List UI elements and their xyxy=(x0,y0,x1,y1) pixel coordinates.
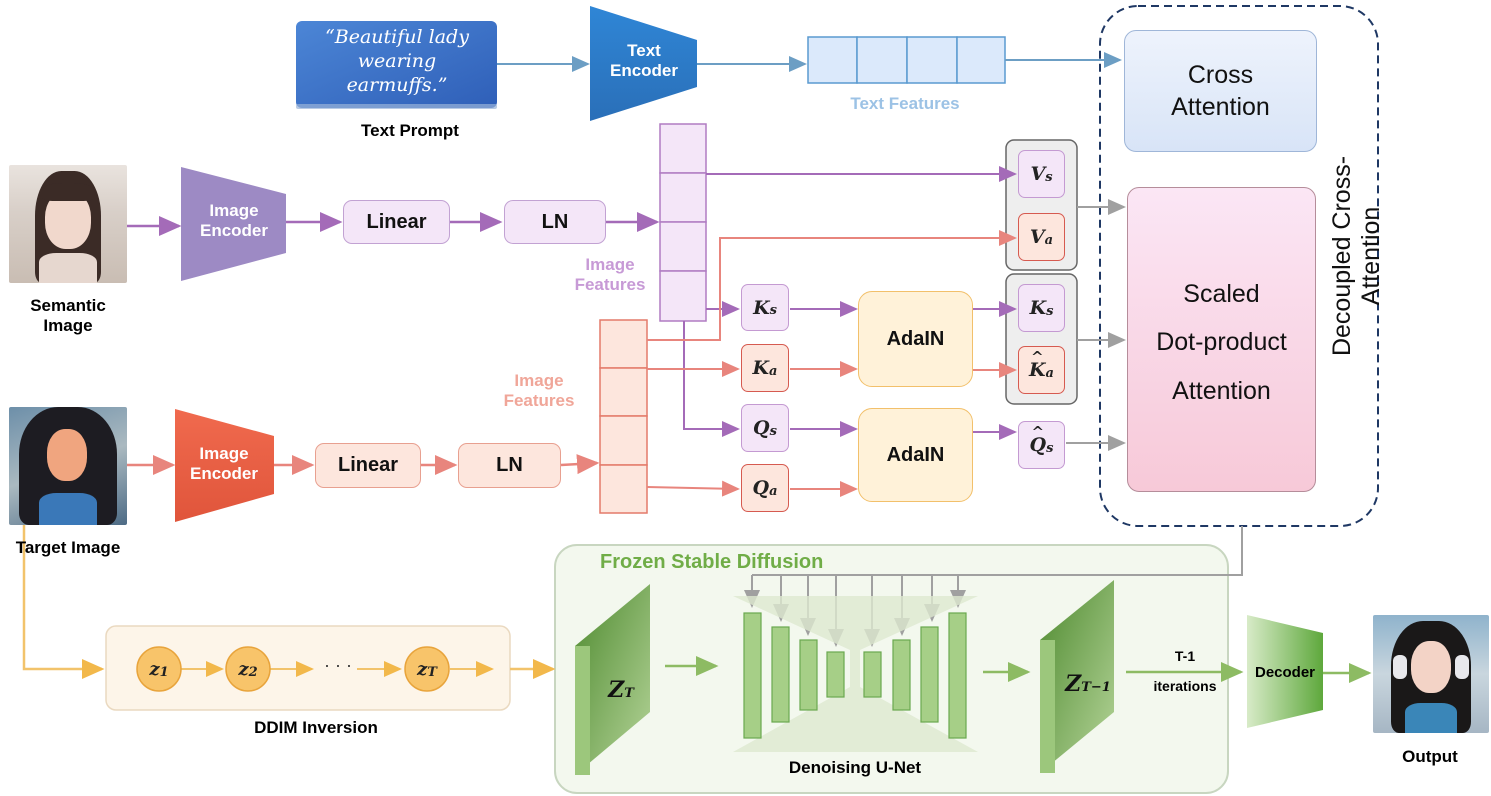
zt-slab xyxy=(575,584,650,775)
target-image-label: Target Image xyxy=(15,538,121,557)
iterations-line-2: iterations xyxy=(1153,678,1217,694)
decoupled-panel xyxy=(1099,5,1379,527)
semantic-encoder-shape xyxy=(181,167,286,281)
target-features-column xyxy=(599,319,648,514)
text-encoder-shape xyxy=(590,6,697,121)
ddim-node-T xyxy=(404,646,450,692)
semantic-ln-box: LN xyxy=(504,200,606,244)
decoder-shape xyxy=(1247,615,1323,728)
cross-attention-box: Cross Attention xyxy=(1124,30,1317,152)
ddim-node-2 xyxy=(225,646,271,692)
iterations-line-1: T-1 xyxy=(1174,648,1196,664)
scaled-line-3: Attention xyxy=(1172,377,1271,405)
text-features-label: Text Features xyxy=(850,94,960,113)
target-encoder-label: Image Encoder xyxy=(189,444,259,484)
text-prompt-quote: “Beautiful lady wearing earmuffs.” xyxy=(325,26,469,96)
semantic-linear-box: Linear xyxy=(343,200,450,244)
ddim-node-1 xyxy=(136,646,182,692)
frozen-sd-label: Frozen Stable Diffusion xyxy=(600,551,824,573)
target-linear-box: Linear xyxy=(315,443,421,488)
ddim-label: DDIM Inversion xyxy=(254,718,378,737)
target-features-label: Image Features xyxy=(503,371,575,411)
semantic-image-label: Semantic Image xyxy=(30,296,106,336)
target-encoder-shape xyxy=(175,409,274,522)
semantic-features-label: Image Features xyxy=(574,255,646,295)
cross-attention-label: Cross Attention xyxy=(1171,61,1270,121)
frozen-sd-panel xyxy=(554,544,1229,794)
scaled-attention-box xyxy=(1127,187,1316,492)
target-ln-box: LN xyxy=(458,443,561,488)
unet-hourglass xyxy=(733,596,978,752)
output-label: Output xyxy=(1402,747,1458,766)
text-prompt-label: Text Prompt xyxy=(361,121,459,140)
unet-bars xyxy=(743,612,967,739)
unet-label: Denoising U-Net xyxy=(788,758,922,777)
decoder-label: Decoder xyxy=(1254,664,1316,681)
text-features-cells xyxy=(807,36,1006,84)
semantic-features-column xyxy=(659,123,707,322)
target-image xyxy=(9,407,127,525)
adain-bottom-box: AdaIN xyxy=(858,408,973,502)
text-prompt-card xyxy=(296,21,497,108)
semantic-image xyxy=(9,165,127,283)
text-encoder-label: Text Encoder xyxy=(609,41,679,81)
semantic-encoder-label: Image Encoder xyxy=(199,201,269,241)
scaled-line-1: Scaled xyxy=(1183,280,1260,308)
ddim-dots: · · · xyxy=(324,655,352,675)
decoupled-label: Decoupled Cross-Attention xyxy=(1328,155,1385,357)
adain-top-box: AdaIN xyxy=(858,291,973,387)
zt1-slab xyxy=(1040,580,1114,773)
scaled-line-2: Dot-product xyxy=(1156,328,1287,356)
output-image xyxy=(1373,615,1489,733)
